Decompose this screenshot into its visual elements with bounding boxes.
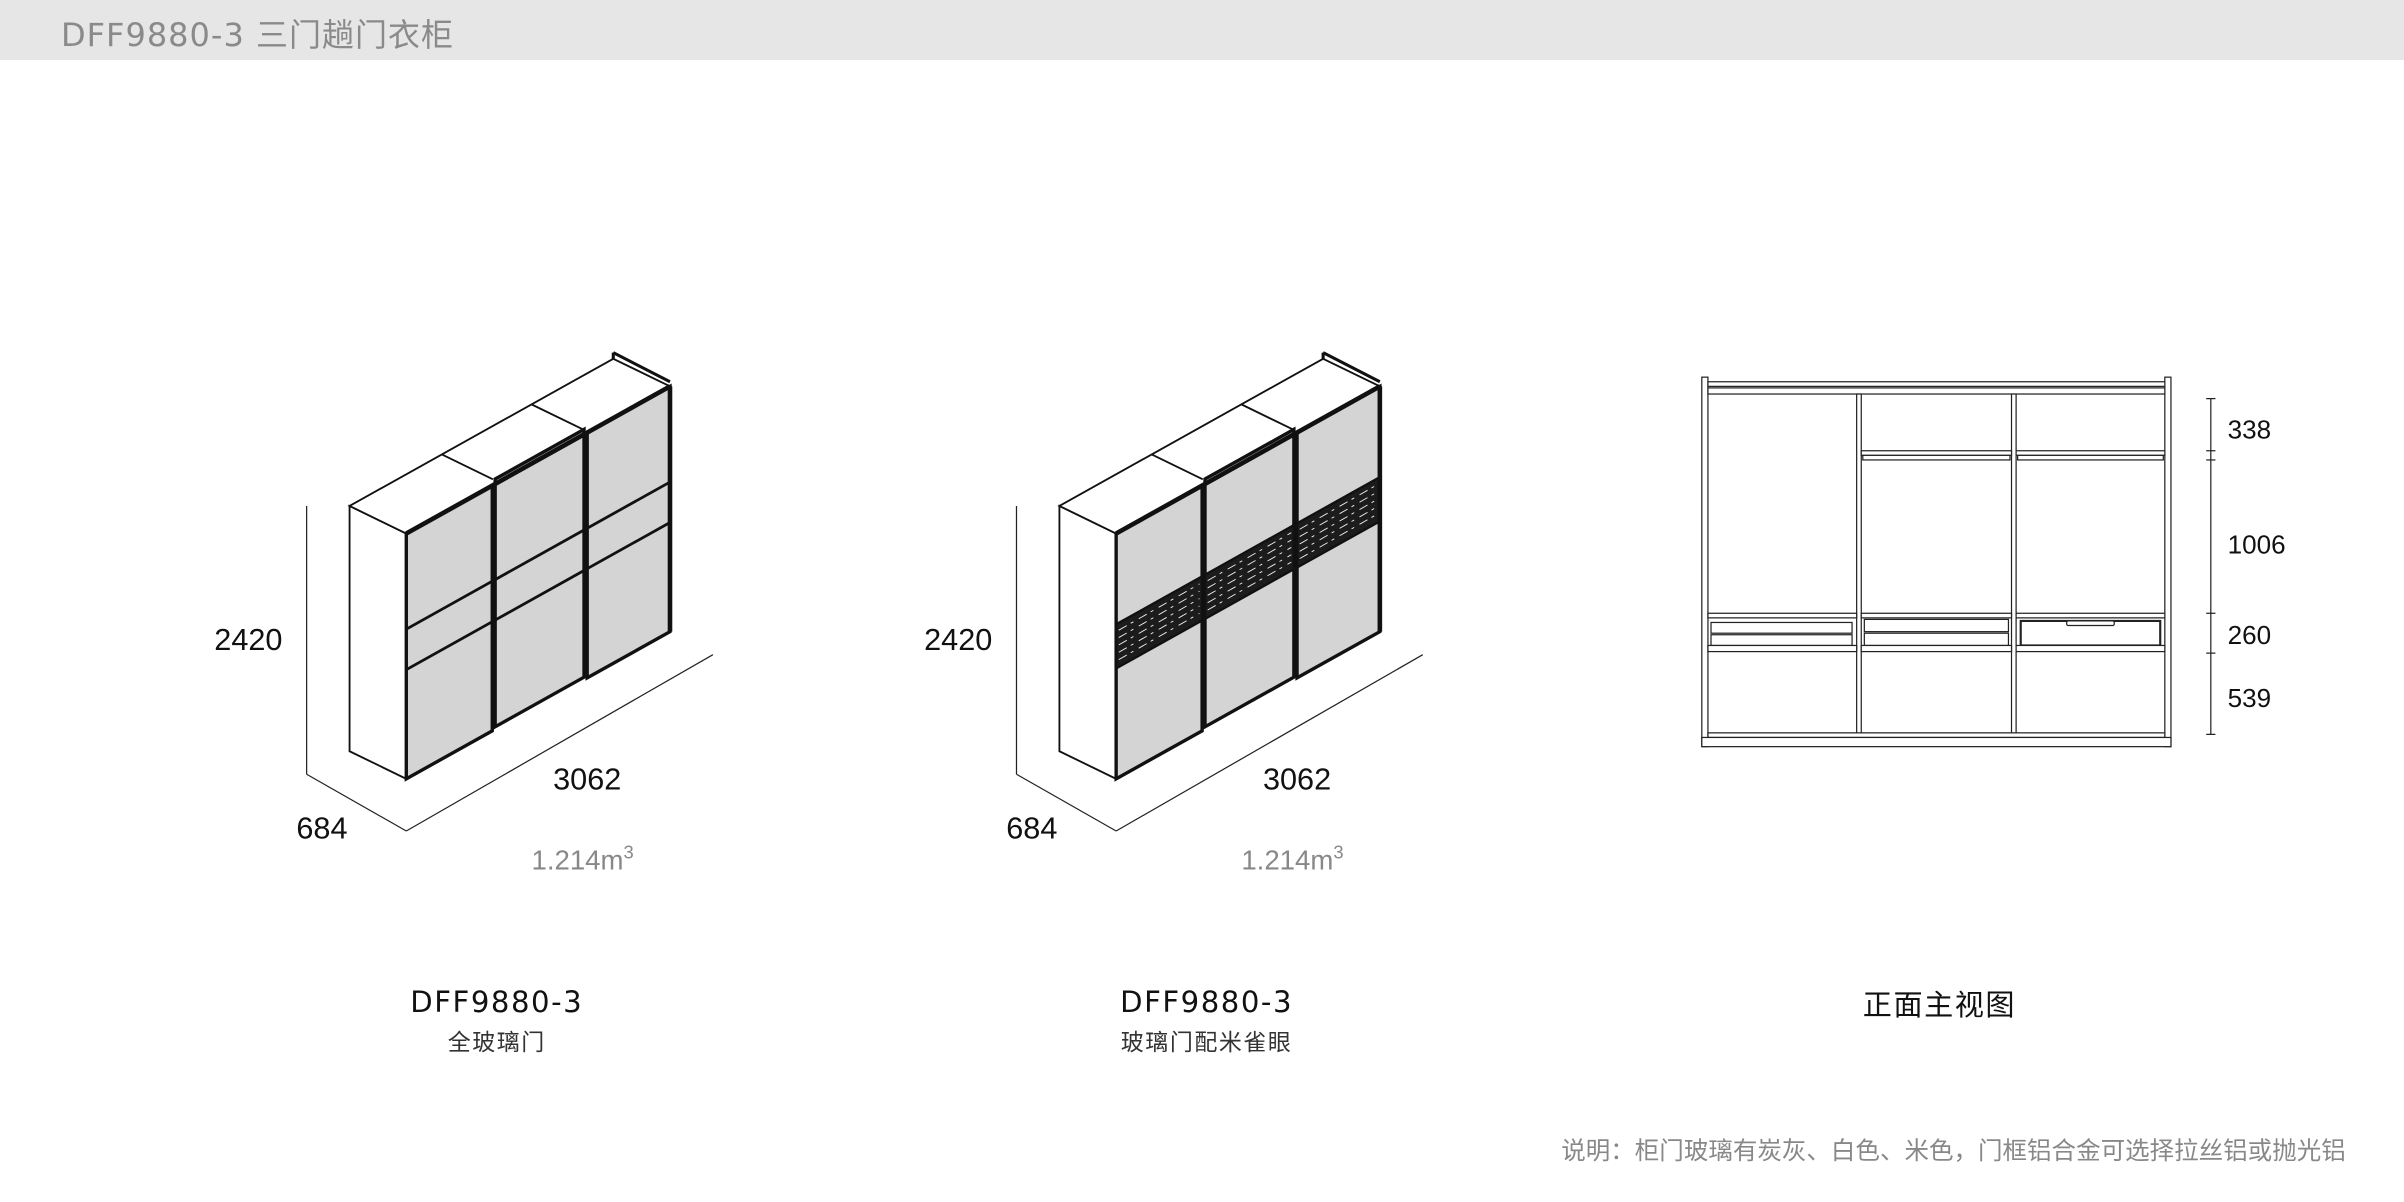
bird-eye-band	[1203, 523, 1296, 621]
door-rail	[405, 580, 493, 631]
band-streak	[1207, 539, 1292, 589]
front-elevation-view	[1701, 376, 2216, 748]
model-code: DFF9880-3	[410, 985, 583, 1019]
volume-label: 1.214m3	[531, 842, 633, 876]
width-dimension: 3062	[553, 763, 621, 797]
sliding-door-2	[1203, 426, 1296, 730]
width-dimension-line	[1115, 654, 1424, 832]
band-streak	[1207, 561, 1292, 611]
band-streak	[1118, 605, 1200, 653]
sliding-door-1	[1114, 482, 1204, 782]
shelf	[1707, 644, 1858, 653]
band-streak	[1207, 532, 1292, 581]
top-seam	[531, 403, 583, 431]
glass-door-panel	[585, 383, 672, 681]
shelf	[2015, 612, 2166, 619]
glass-door-panel	[493, 426, 586, 730]
sliding-door-2	[493, 426, 586, 730]
depth-dimension: 684	[1006, 812, 1057, 846]
shelf	[2015, 450, 2166, 456]
drawer	[1710, 621, 1853, 634]
volume-label: 1.214m3	[1241, 842, 1343, 876]
top-seam	[441, 453, 494, 481]
model-code: DFF9880-3	[1120, 985, 1293, 1019]
base	[1701, 736, 2172, 748]
vertical-dimension-line	[2206, 398, 2216, 735]
sliding-door-3	[585, 383, 672, 681]
side-panel	[348, 504, 408, 781]
model-labels-2: 2420 684 3062 1.214m3 DFF9880-3 玻璃门配米雀眼	[924, 623, 1343, 1056]
depth-dimension-line	[306, 773, 407, 832]
shelf	[2015, 644, 2166, 653]
drawer	[1863, 632, 2010, 647]
top-seam	[1151, 453, 1204, 481]
depth-dimension: 684	[296, 812, 347, 846]
height-dimension: 2420	[924, 623, 992, 657]
height-dimension: 2420	[214, 623, 282, 657]
width-dimension-line	[405, 654, 714, 832]
band-streak	[1118, 590, 1200, 638]
drawer	[1863, 618, 2010, 633]
bird-eye-band	[1114, 574, 1204, 671]
left-post	[1701, 376, 1709, 748]
dimension-top: 338	[2228, 414, 2271, 444]
dimension-drawer: 260	[2228, 620, 2271, 650]
dimension-hanging: 1006	[2228, 529, 2286, 559]
shelf	[1860, 644, 2013, 653]
isometric-view-full-glass	[306, 351, 714, 832]
header-bar: DFF9880-3 三门趟门衣柜	[0, 0, 2404, 60]
model-labels-1: 2420 684 3062 1.214m3 DFF9880-3 全玻璃门	[214, 623, 633, 1056]
top-trim	[1322, 351, 1381, 384]
front-view-title: 正面主视图	[1863, 988, 2016, 1022]
glass-door-panel	[404, 482, 494, 782]
shelf	[1860, 450, 2013, 456]
shelf	[1707, 612, 1858, 619]
door-top-track	[405, 384, 672, 536]
right-post	[2164, 376, 2172, 748]
band-streak	[1118, 583, 1200, 631]
band-streak	[1299, 506, 1378, 552]
model-name: 玻璃门配米雀眼	[1121, 1030, 1293, 1056]
door-rail	[494, 528, 585, 581]
top-rail-inner	[1707, 387, 2166, 395]
band-streak	[1299, 499, 1378, 545]
band-streak	[1299, 513, 1378, 560]
top-rail	[1707, 381, 2166, 387]
door-rail	[586, 521, 671, 570]
divider	[2010, 393, 2017, 739]
model-name: 全玻璃门	[448, 1030, 546, 1056]
isometric-view-bird-eye-band	[1015, 351, 1424, 832]
plinth	[1707, 732, 2166, 739]
sliding-door-1	[404, 482, 494, 782]
band-streak	[1207, 547, 1292, 596]
width-dimension: 3062	[1263, 763, 1331, 797]
door-rail	[405, 620, 493, 671]
description-note: 说明：柜门玻璃有炭灰、白色、米色，门框铝合金可选择拉丝铝或抛光铝	[1561, 1136, 2345, 1165]
door-rail	[494, 569, 585, 622]
band-streak	[1118, 598, 1200, 646]
band-streak	[1118, 612, 1200, 661]
dimension-bottom: 539	[2228, 683, 2271, 713]
drawer-handle	[2066, 620, 2115, 627]
divider	[1856, 393, 1862, 739]
top-seam	[1240, 403, 1293, 431]
door-rail	[586, 480, 671, 530]
page-title: DFF9880-3 三门趟门衣柜	[61, 16, 454, 54]
side-panel	[1058, 504, 1118, 781]
door-top-track	[1115, 384, 1381, 536]
band-streak	[1207, 554, 1292, 604]
shelf	[1860, 612, 2013, 619]
band-streak	[1299, 491, 1378, 537]
sliding-door-3	[1295, 383, 1382, 681]
hanging-rail	[1862, 454, 2011, 461]
hanging-rail	[2017, 454, 2164, 461]
drawer	[1710, 634, 1853, 647]
depth-dimension-line	[1016, 773, 1117, 832]
band-streak	[1299, 484, 1378, 530]
top-trim	[612, 351, 671, 384]
